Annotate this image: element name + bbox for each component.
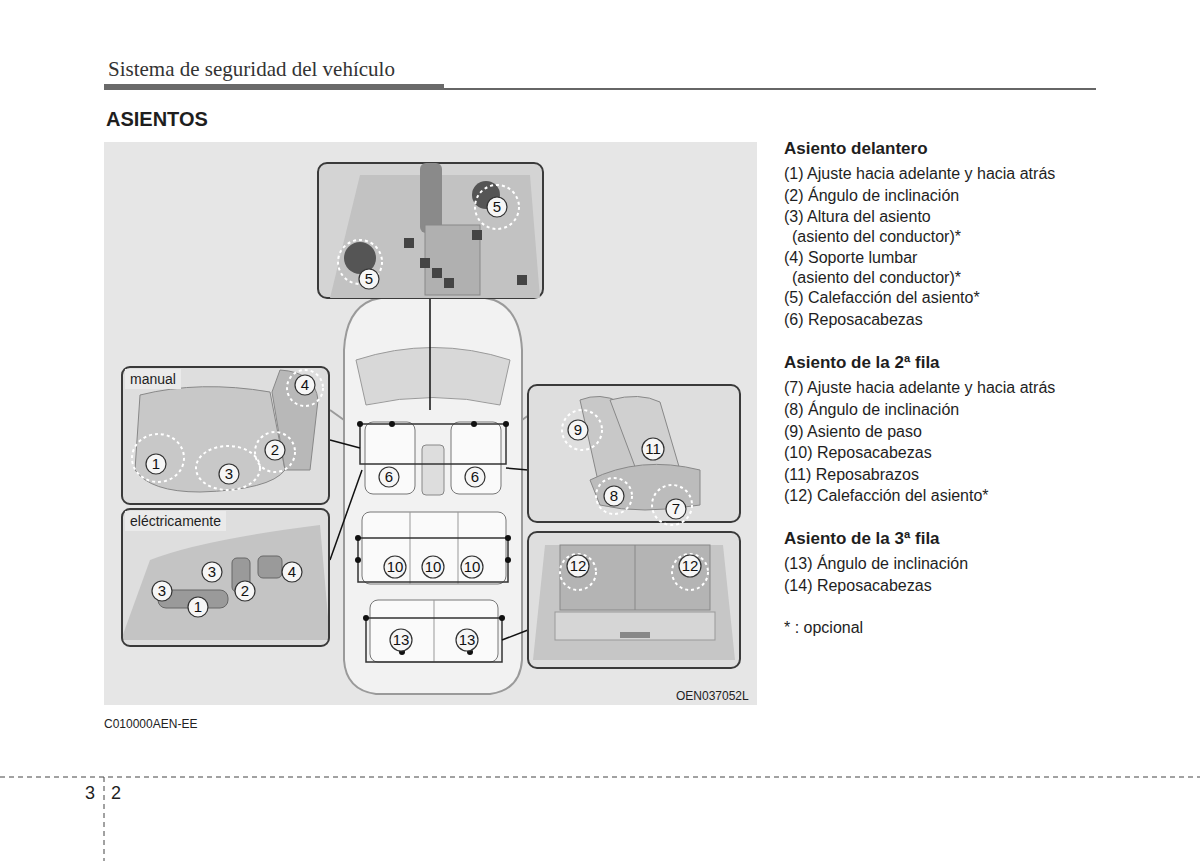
inset-panel: eléctricamente: [121, 508, 330, 647]
legend-item: (2) Ángulo de inclinación: [784, 186, 959, 206]
callout-number: 5: [356, 269, 382, 289]
legend-item: (3) Altura del asiento (asiento del cond…: [784, 207, 974, 247]
callout-number: 13: [454, 630, 480, 650]
legend-item: (9) Asiento de paso: [784, 422, 922, 442]
callout-number: 4: [279, 562, 305, 582]
footnote: * : opcional: [784, 618, 863, 638]
callout-number: 4: [292, 375, 318, 395]
legend-item: (4) Soporte lumbar (asiento del conducto…: [784, 248, 974, 288]
callout-number: 7: [663, 499, 689, 519]
chapter-number: 3: [85, 783, 95, 804]
callout-number: 6: [376, 467, 402, 487]
callout-number: 10: [420, 557, 446, 577]
running-header: Sistema de seguridad del vehículo: [108, 57, 395, 82]
callout-number: 3: [199, 562, 225, 582]
callout-number: 12: [677, 556, 703, 576]
callout-number: 11: [640, 439, 666, 459]
callout-number: 1: [185, 597, 211, 617]
page-number: 2: [111, 783, 121, 804]
page-title: ASIENTOS: [106, 108, 208, 131]
legend-item: (7) Ajuste hacia adelante y hacia atrás: [784, 378, 1055, 398]
callout-number: 2: [232, 581, 258, 601]
section-heading: Asiento de la 3ª fila: [784, 529, 940, 549]
section-heading: Asiento delantero: [784, 139, 928, 159]
legend-item: (5) Calefacción del asiento*: [784, 288, 980, 308]
callout-number: 3: [216, 464, 242, 484]
section-heading: Asiento de la 2ª fila: [784, 353, 940, 373]
callout-number: 10: [382, 557, 408, 577]
legend-item: (8) Ángulo de inclinación: [784, 400, 959, 420]
figure-code: OEN037052L: [676, 689, 749, 703]
section-code: C010000AEN-EE: [104, 717, 197, 731]
callout-number: 1: [143, 454, 169, 474]
callout-number: 13: [388, 630, 414, 650]
panel-label: eléctricamente: [125, 511, 226, 531]
callout-number: 10: [459, 557, 485, 577]
inset-panel: manual: [121, 366, 330, 505]
legend-item: (1) Ajuste hacia adelante y hacia atrás: [784, 164, 1055, 184]
legend-item: (10) Reposacabezas: [784, 443, 932, 463]
legend-item: (11) Reposabrazos: [784, 465, 919, 485]
legend-item: (6) Reposacabezas: [784, 310, 923, 330]
callout-number: 9: [565, 420, 591, 440]
callout-number: 12: [565, 556, 591, 576]
callout-number: 5: [484, 197, 510, 217]
legend-item: (12) Calefacción del asiento*: [784, 486, 989, 506]
callout-number: 3: [149, 581, 175, 601]
legend-item: (13) Ángulo de inclinación: [784, 554, 968, 574]
panel-label: manual: [125, 369, 181, 389]
legend-item: (14) Reposacabezas: [784, 576, 932, 596]
callout-number: 8: [601, 486, 627, 506]
callout-number: 2: [262, 440, 288, 460]
callout-number: 6: [462, 467, 488, 487]
